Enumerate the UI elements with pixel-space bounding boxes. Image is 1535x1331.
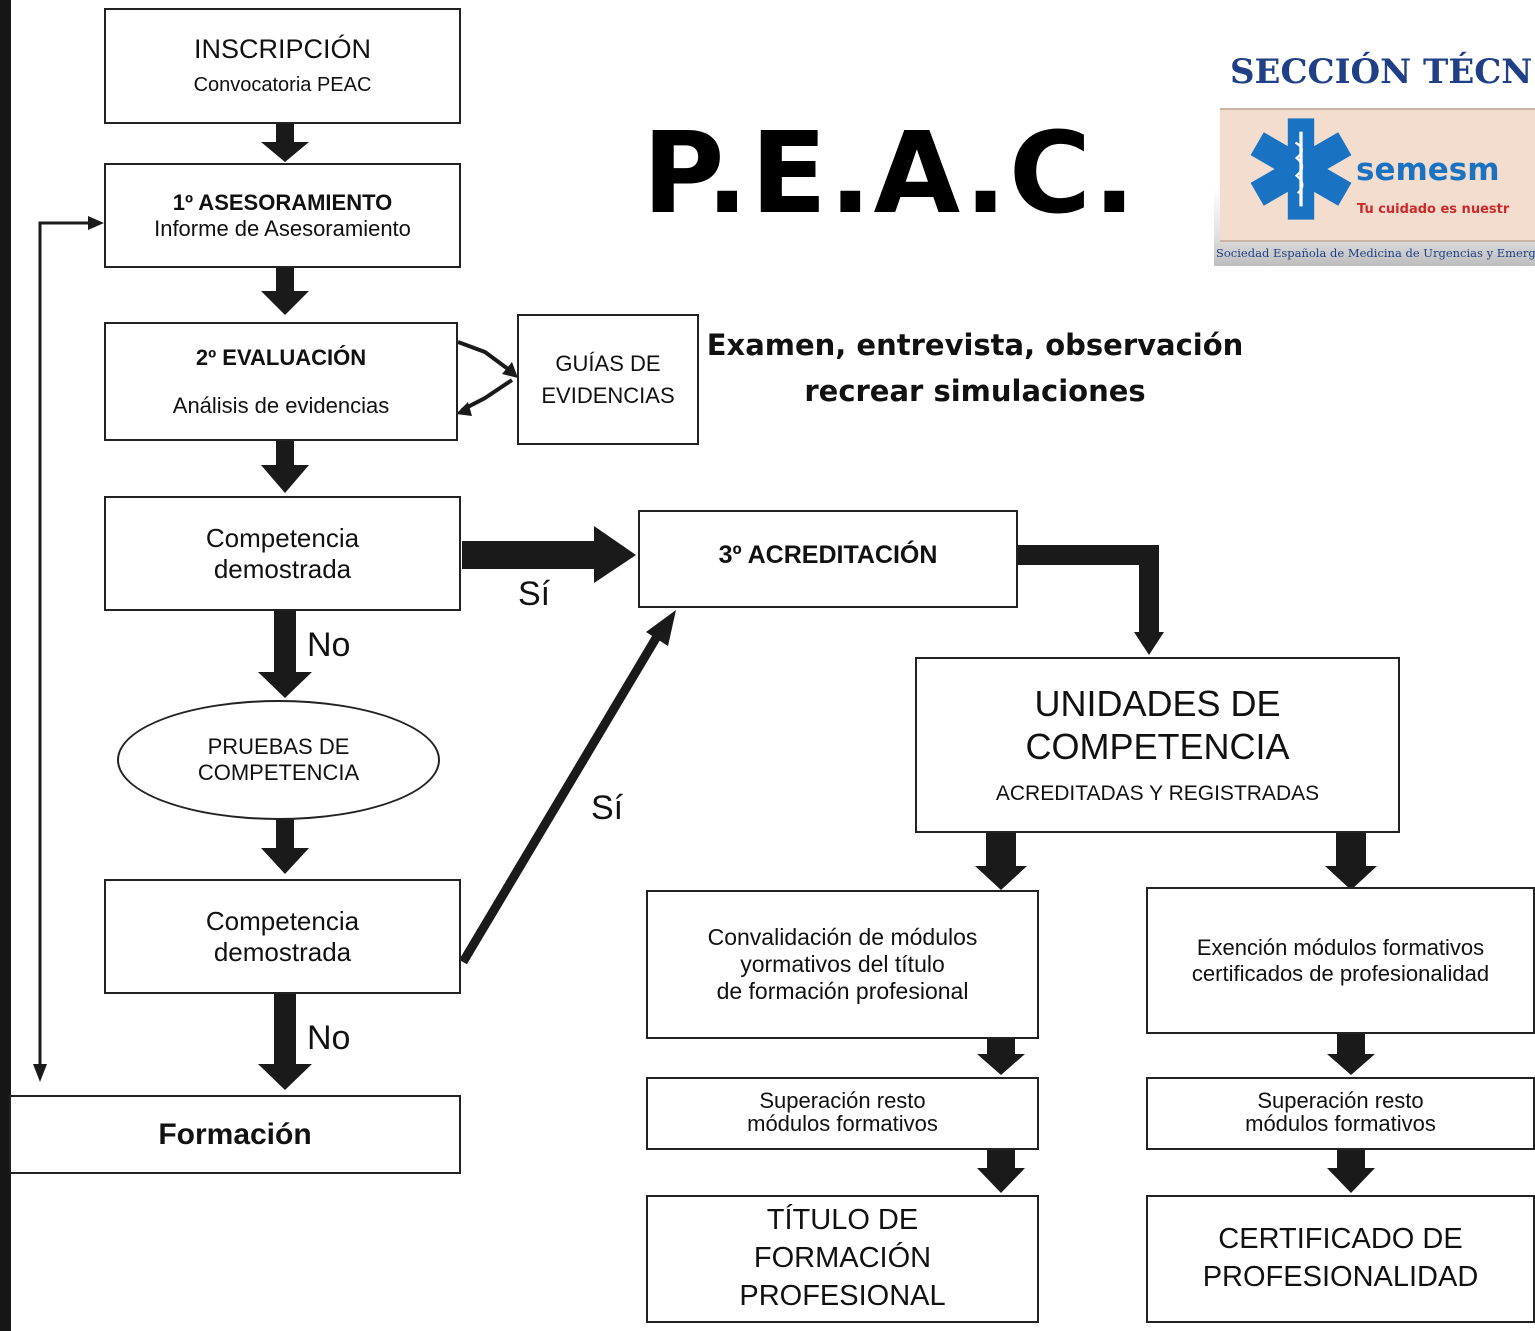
- competencia2-line1: Competencia: [205, 905, 360, 936]
- certificado-box: CERTIFICADO DE PROFESIONALIDAD: [1146, 1195, 1535, 1323]
- arrow-exencion-to-superacion: [1327, 1034, 1375, 1075]
- acreditacion-box: 3º ACREDITACIÓN: [638, 510, 1018, 608]
- titulo-line3: PROFESIONAL: [739, 1279, 946, 1312]
- convalidacion-line2: yormativos del título: [740, 950, 945, 977]
- arrow-from-guias: [461, 378, 514, 412]
- evaluacion-title: 2º EVALUACIÓN: [195, 344, 367, 370]
- evaluacion-subtitle: Análisis de evidencias: [172, 392, 390, 418]
- loop-arrowhead-down: [33, 1064, 47, 1082]
- superacion-left-line1: Superación resto: [759, 1088, 926, 1114]
- arrow-pruebas-to-competencia2: [261, 818, 309, 874]
- exencion-line2: certificados de profesionalidad: [1191, 960, 1490, 986]
- unidades-box: UNIDADES DE COMPETENCIA ACREDITADAS Y RE…: [915, 657, 1400, 833]
- arrow-evaluacion-to-competencia: [261, 441, 309, 493]
- arrow-unidades-to-convalidacion: [975, 833, 1027, 890]
- arrow-asesoramiento-to-evaluacion: [261, 268, 309, 315]
- competencia1-line2: demostrada: [213, 553, 352, 584]
- pruebas-oval: PRUEBAS DE COMPETENCIA: [117, 700, 440, 820]
- unidades-line2: COMPETENCIA: [1025, 725, 1290, 767]
- arrow-convalidacion-to-superacion: [977, 1039, 1025, 1075]
- inscripcion-subtitle: Convocatoria PEAC: [193, 74, 372, 97]
- arrow-superacion-to-certificado: [1327, 1150, 1375, 1193]
- label-si-2: Sí: [591, 789, 624, 827]
- logo-brand: semesm: [1356, 152, 1500, 188]
- guias-line2: EVIDENCIAS: [541, 382, 675, 408]
- superacion-left-line2: módulos formativos: [747, 1111, 938, 1137]
- guias-box: GUÍAS DE EVIDENCIAS: [517, 314, 699, 445]
- inscripcion-box: INSCRIPCIÓN Convocatoria PEAC: [104, 8, 461, 124]
- arrow-superacion-to-titulo: [977, 1150, 1025, 1193]
- loop-arrowhead-right: [88, 216, 104, 230]
- evaluation-methods-note: Examen, entrevista, observación recrear …: [690, 323, 1260, 415]
- competencia1-line1: Competencia: [205, 522, 360, 553]
- label-no-1: No: [307, 626, 351, 664]
- guias-line1: GUÍAS DE: [555, 350, 661, 376]
- titulo-line1: TÍTULO DE: [766, 1204, 919, 1237]
- titulo-box: TÍTULO DE FORMACIÓN PROFESIONAL: [646, 1195, 1039, 1323]
- exencion-box: Exención módulos formativos certificados…: [1146, 887, 1535, 1034]
- arrow-competencia2-to-formacion: [258, 994, 312, 1090]
- arrow-competencia-to-pruebas: [258, 611, 312, 698]
- label-no-2: No: [307, 1019, 351, 1057]
- page-title: P.E.A.C.: [642, 109, 1138, 239]
- arrow-inscripcion-to-asesoramiento: [261, 124, 309, 162]
- superacion-left-box: Superación resto módulos formativos: [646, 1077, 1039, 1150]
- inscripcion-title: INSCRIPCIÓN: [193, 34, 372, 65]
- logo-title: SECCIÓN TÉCN: [1230, 52, 1533, 92]
- note-line2: recrear simulaciones: [804, 373, 1146, 408]
- unidades-sub: ACREDITADAS Y REGISTRADAS: [995, 782, 1320, 806]
- convalidacion-box: Convalidación de módulos yormativos del …: [646, 890, 1039, 1039]
- asesoramiento-title: 1º ASESORAMIENTO: [172, 189, 393, 215]
- titulo-line2: FORMACIÓN: [753, 1242, 932, 1275]
- arrow-unidades-to-exencion: [1325, 833, 1377, 890]
- loop-line: [38, 221, 92, 1072]
- pruebas-line2: COMPETENCIA: [197, 760, 360, 785]
- competencia-box-2: Competencia demostrada: [104, 879, 461, 994]
- convalidacion-line1: Convalidación de módulos: [707, 923, 978, 950]
- competencia-box-1: Competencia demostrada: [104, 496, 461, 611]
- evaluacion-box: 2º EVALUACIÓN Análisis de evidencias: [104, 322, 458, 441]
- arrow-diagonal-si: [459, 625, 666, 965]
- asesoramiento-box: 1º ASESORAMIENTO Informe de Asesoramient…: [104, 163, 461, 268]
- label-si-1: Sí: [518, 575, 551, 613]
- certificado-line1: CERTIFICADO DE: [1218, 1223, 1463, 1256]
- logo-footer: Sociedad Española de Medicina de Urgenci…: [1216, 246, 1535, 260]
- formacion-label: Formación: [158, 1117, 312, 1151]
- star-of-life-icon: [1250, 118, 1352, 220]
- unidades-line1: UNIDADES DE: [1034, 683, 1281, 725]
- superacion-right-line2: módulos formativos: [1245, 1111, 1436, 1137]
- convalidacion-line3: de formación profesional: [716, 978, 969, 1005]
- competencia2-line2: demostrada: [213, 936, 352, 967]
- arrow-acreditacion-to-unidades: [1018, 545, 1164, 655]
- superacion-right-line1: Superación resto: [1257, 1088, 1424, 1114]
- exencion-line1: Exención módulos formativos: [1196, 934, 1485, 960]
- pruebas-line1: PRUEBAS DE: [207, 734, 350, 760]
- asesoramiento-subtitle: Informe de Asesoramiento: [154, 215, 411, 241]
- note-line1: Examen, entrevista, observación: [706, 328, 1244, 362]
- left-edge-bar: [0, 0, 11, 1331]
- certificado-line2: PROFESIONALIDAD: [1202, 1261, 1479, 1293]
- arrow-to-guias: [457, 340, 514, 374]
- superacion-right-box: Superación resto módulos formativos: [1146, 1077, 1535, 1150]
- acreditacion-label: 3º ACREDITACIÓN: [718, 541, 938, 570]
- formacion-box: Formación: [9, 1095, 461, 1174]
- logo-slogan: Tu cuidado es nuestr: [1357, 202, 1510, 217]
- arrow-si-to-acreditacion: [462, 526, 636, 583]
- semes-logo: SECCIÓN TÉCN semesm Tu cuidado es nuestr…: [1214, 4, 1535, 266]
